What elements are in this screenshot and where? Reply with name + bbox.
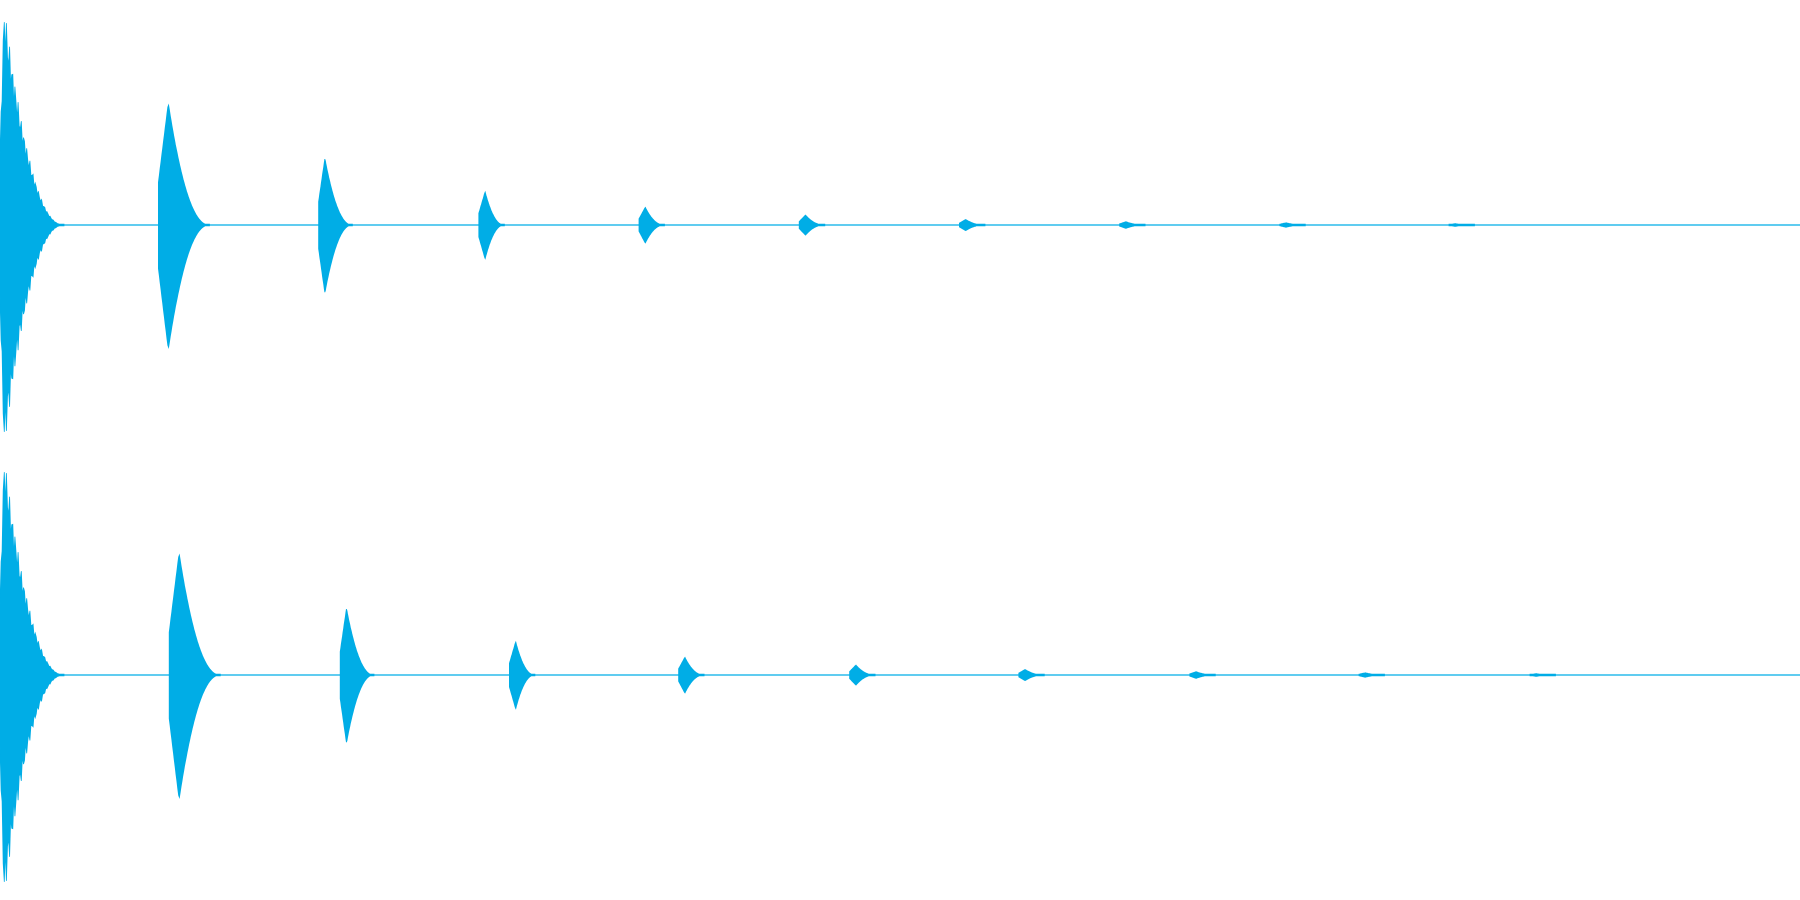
waveform-burst-1 [0,22,65,432]
waveform-burst-8 [1189,671,1216,679]
waveform-burst-7 [959,219,986,232]
waveform-burst-5 [638,206,665,244]
waveform-burst-3 [339,608,375,743]
waveform-burst-6 [849,664,876,686]
waveform-burst-5 [678,656,705,694]
waveform-burst-9 [1279,222,1306,228]
waveform-burst-8 [1119,221,1146,229]
waveform-burst-4 [508,640,536,710]
waveform-burst-9 [1358,672,1385,678]
waveform-burst-1 [0,472,65,882]
channel-left-waveform [0,22,1800,432]
waveform-burst-2 [157,103,210,349]
waveform-burst-6 [798,214,826,236]
channel-right-waveform [0,472,1800,882]
waveform-burst-3 [318,158,353,293]
waveform-burst-10 [1529,673,1556,677]
waveform-burst-10 [1448,223,1475,227]
waveform-burst-7 [1018,669,1045,682]
waveform-burst-2 [168,553,221,799]
waveform-burst-4 [478,190,505,260]
